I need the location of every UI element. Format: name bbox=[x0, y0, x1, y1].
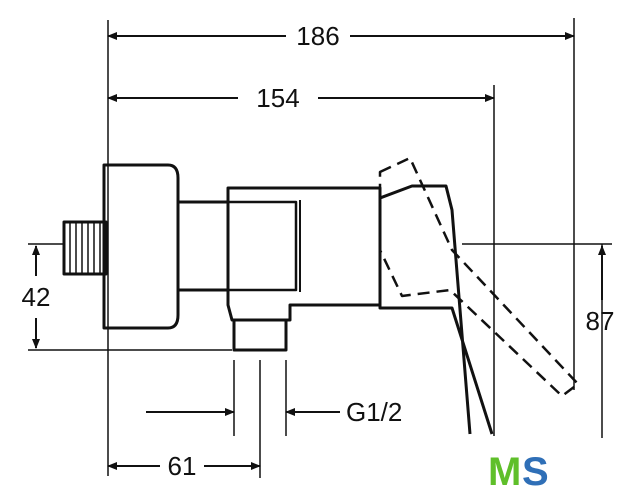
threaded-inlet bbox=[62, 220, 108, 276]
escutcheon-rosette bbox=[102, 163, 180, 330]
cartridge-housing bbox=[226, 186, 382, 322]
ms-logo: M S bbox=[488, 450, 549, 494]
dim-label-outlet-thread: G1/2 bbox=[346, 397, 402, 427]
dim-label-total-height: 87 bbox=[586, 306, 615, 336]
dimension-lines bbox=[32, 32, 606, 470]
dim-label-body-length: 154 bbox=[256, 83, 299, 113]
logo-letter-s: S bbox=[522, 450, 549, 494]
dim-label-inlet-height: 42 bbox=[22, 282, 51, 312]
mixer-body bbox=[62, 156, 580, 435]
connector-tube bbox=[178, 200, 228, 292]
dim-label-outlet-offset: 61 bbox=[168, 451, 197, 481]
outlet-spigot bbox=[232, 318, 288, 352]
extension-lines bbox=[28, 18, 612, 478]
lever-handle bbox=[378, 184, 494, 435]
dim-label-overall-length: 186 bbox=[296, 21, 339, 51]
lever-handle-alt-position bbox=[378, 156, 580, 398]
logo-letter-m: M bbox=[488, 450, 521, 494]
